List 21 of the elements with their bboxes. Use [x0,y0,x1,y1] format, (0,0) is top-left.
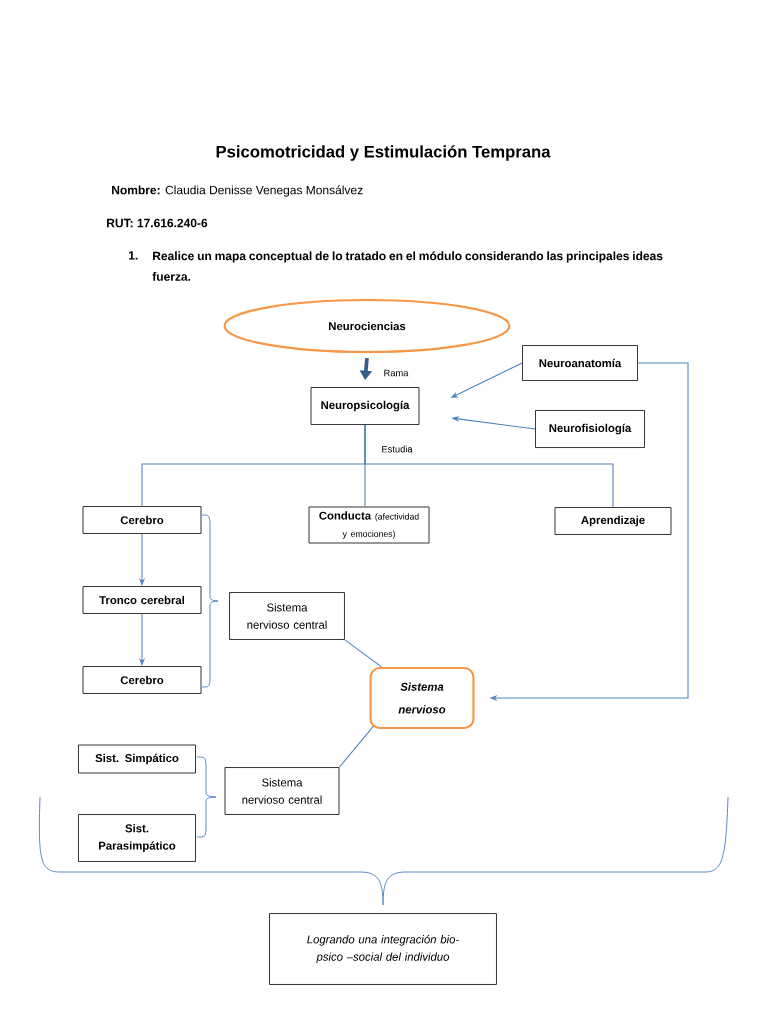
concept-box: Cerebro [82,506,202,534]
question-text: Realice un mapa conceptual de lo tratado en el módulo considerando las principales ideas fuerza. [152,251,663,281]
concept-box: Aprendizaje [554,507,672,535]
question-number: 1. [129,251,138,260]
concept-box: Neuropsicología [310,387,420,425]
concept-box: Sistema nervioso central [229,592,345,640]
concept-box: Neuroanatomía [522,345,638,381]
title: Psicomotricidad y Estimulación Temprana [216,145,551,161]
concept-box: Logrando una integración bio-psico –social del individuo [269,913,497,985]
id-line: RUT: 17.616.240-6 [107,218,208,228]
concept-box: Cerebro [82,666,202,694]
concept-box: Conducta (afectividad y emociones) [308,506,430,544]
concept-box: Sistema nervioso central [224,767,340,815]
rounded-box: Sistema nervioso [369,666,475,730]
concept-box: Sist. Parasimpático [78,814,196,862]
concept-box: Neurofisiología [535,410,645,448]
name-line: Nombre: Claudia Denisse Venegas Monsálvez [112,185,363,197]
concept-box: Sist. Simpático [78,744,196,774]
edge-label: Estudia [380,444,414,454]
edge-label: Rama [382,368,410,378]
concept-box: Tronco cerebral [82,586,202,614]
